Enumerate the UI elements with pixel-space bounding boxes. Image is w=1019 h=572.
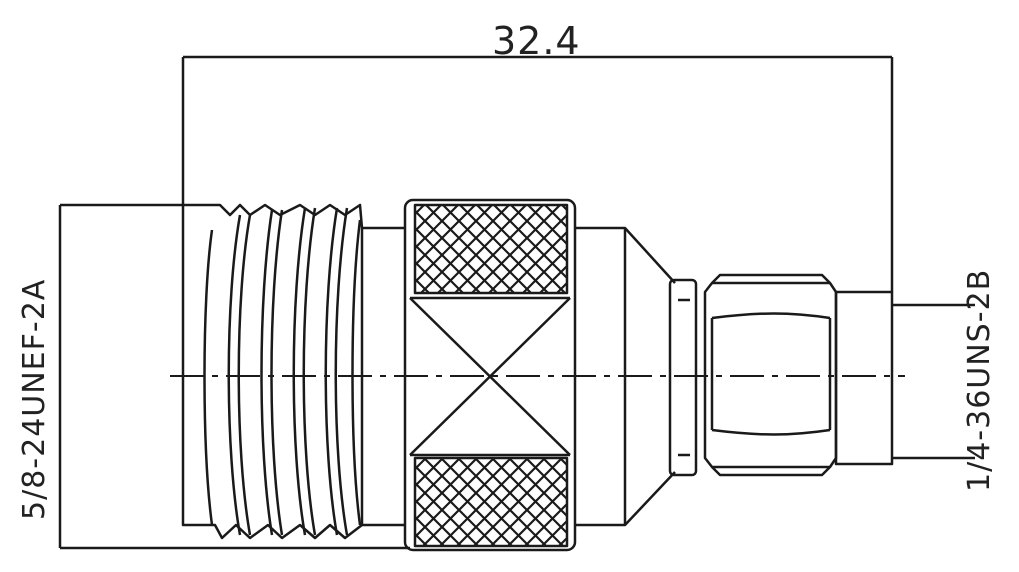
right-thread-spec: 1/4-36UNS-2B (962, 268, 997, 492)
overall-length-dimension: 32.4 (492, 19, 581, 63)
dimension-line (181, 55, 894, 292)
knurled-nut (403, 198, 577, 552)
threaded-body (181, 203, 405, 540)
output-stub (834, 290, 975, 466)
collar-ring (668, 278, 698, 477)
left-thread-spec: 5/8-24UNEF-2A (17, 278, 52, 520)
left-thread-extension (58, 203, 410, 550)
